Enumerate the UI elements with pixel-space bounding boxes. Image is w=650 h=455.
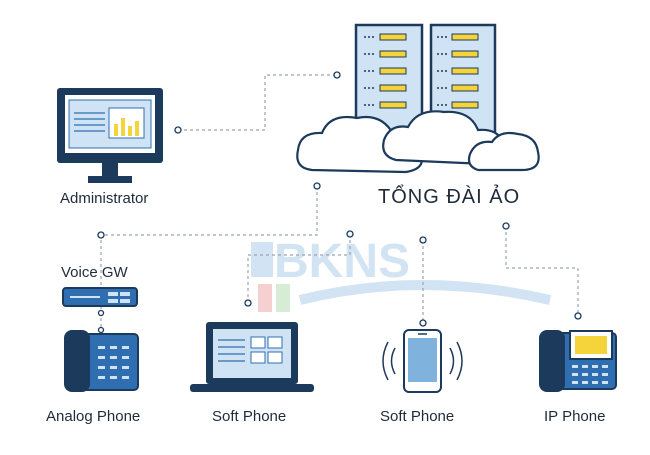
- gateway-icon: [62, 287, 138, 307]
- connector-admin-cloud: [178, 74, 337, 131]
- connector-cloud-ipphone: [505, 226, 579, 316]
- connector-cloud-softphone: [247, 234, 351, 303]
- watermark-logo: BKNS: [251, 235, 552, 312]
- connector-nodes: [97, 71, 582, 334]
- monitor-icon: [57, 88, 163, 183]
- desk-phone-icon: [64, 330, 139, 392]
- label-soft-phone-mobile: Soft Phone: [380, 408, 455, 425]
- connectors: [100, 74, 579, 330]
- laptop-icon: [190, 322, 314, 392]
- label-soft-phone-laptop: Soft Phone: [212, 408, 287, 425]
- label-administrator: Administrator: [60, 190, 149, 207]
- diagram-title: TỔNG ĐÀI ẢO: [378, 186, 521, 208]
- connector-cloud-voicegw: [100, 186, 318, 330]
- smartphone-icon: [382, 329, 463, 393]
- ip-phone-icon: [539, 330, 617, 392]
- watermark-text: BKNS: [274, 235, 410, 288]
- label-ip-phone: IP Phone: [544, 408, 606, 425]
- label-voice-gw: Voice GW: [61, 264, 128, 281]
- cloud-icon: [296, 110, 540, 174]
- label-analog-phone: Analog Phone: [46, 408, 141, 425]
